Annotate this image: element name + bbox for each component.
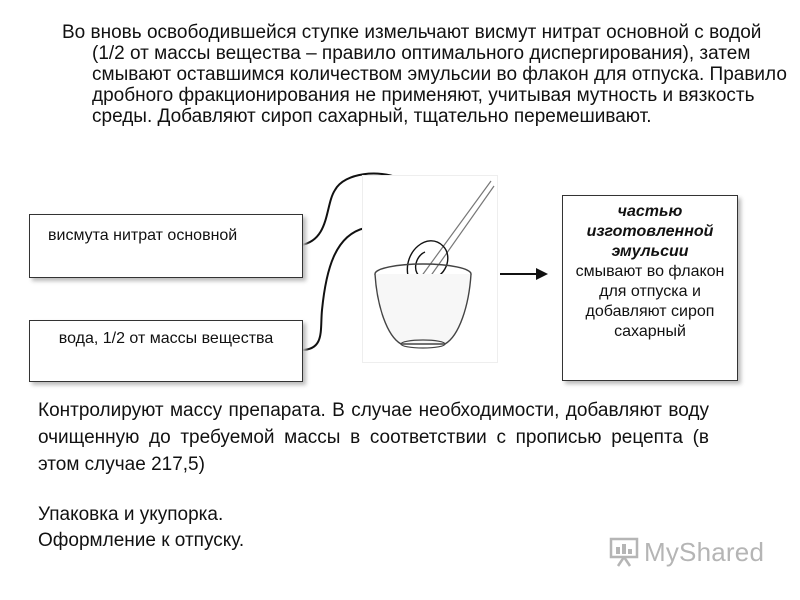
myshared-logo: MyShared	[608, 536, 764, 568]
result-box: частью изготовленной эмульсии смывают во…	[562, 195, 738, 381]
intro-paragraph: Во вновь освободившейся ступке измельчаю…	[62, 22, 787, 127]
packaging-line-2: Оформление к отпуску.	[38, 530, 245, 551]
ingredient-water-label: вода, 1/2 от массы вещества	[58, 330, 274, 347]
ingredient-bismuth-label: висмута нитрат основной	[48, 227, 238, 244]
result-rest-text: смывают во флакон для отпуска и добавляю…	[575, 263, 725, 340]
control-paragraph: Контролируют массу препарата. В случае н…	[38, 400, 709, 475]
presentation-board-icon	[609, 537, 639, 567]
ingredient-box-bismuth: висмута нитрат основной	[29, 214, 303, 278]
result-emphasis-text: частью изготовленной эмульсии	[586, 203, 714, 260]
mortar-illustration	[362, 175, 498, 363]
result-arrowhead	[536, 268, 548, 280]
packaging-list: Упаковка и укупорка. Оформление к отпуск…	[38, 502, 244, 554]
logo-text: MyShared	[644, 536, 765, 567]
ingredient-box-water: вода, 1/2 от массы вещества	[29, 320, 303, 382]
packaging-line-1: Упаковка и укупорка.	[38, 504, 224, 525]
